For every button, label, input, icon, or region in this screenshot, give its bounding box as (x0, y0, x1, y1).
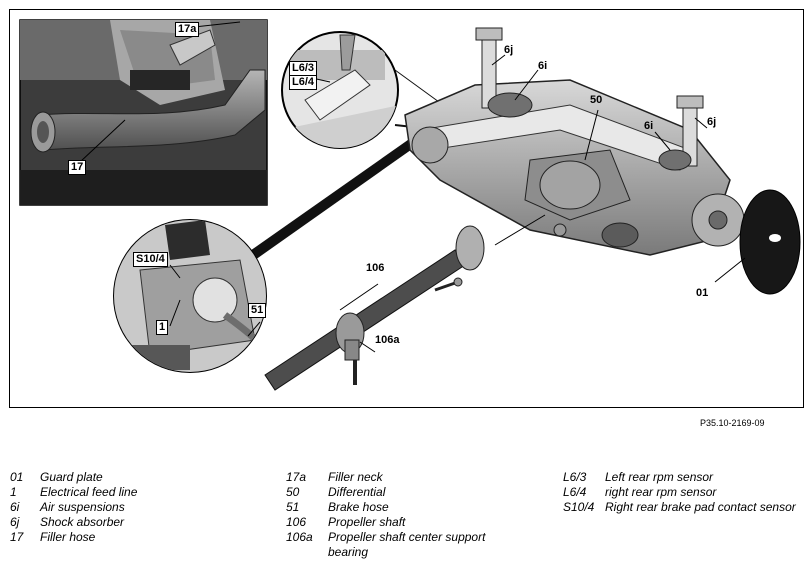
guard-plate (714, 189, 801, 295)
legend-item: S10/4 Right rear brake pad contact sensor (563, 500, 805, 515)
legend-item: L6/3 Left rear rpm sensor (563, 470, 805, 485)
legend-text: Left rear rpm sensor (605, 470, 714, 484)
legend-text: Shock absorber (40, 515, 125, 529)
legend-item: 106a Propeller shaft center support beari… (286, 530, 508, 560)
callout-51: 51 (248, 303, 267, 318)
callout-l6-4: L6/4 (289, 75, 318, 90)
callout-6i-right: 6i (644, 120, 654, 132)
legend-column-1: 01 Guard plate 1 Electrical feed line 6i Ai… (10, 470, 240, 545)
legend-code: 50 (286, 485, 300, 499)
legend-code: 6j (10, 515, 20, 529)
legend-item: 1 Electrical feed line (10, 485, 240, 500)
legend-item: 106 Propeller shaft (286, 515, 508, 530)
legend-text: Differential (328, 485, 386, 499)
legend-code: 17a (286, 470, 307, 484)
legend-code: 106a (286, 530, 313, 544)
callout-01: 01 (696, 287, 709, 299)
legend-text: Brake hose (328, 500, 389, 514)
callout-106a: 106a (375, 334, 400, 346)
legend-code: L6/4 (563, 485, 587, 499)
legend-item: 51 Brake hose (286, 500, 508, 515)
legend-code: 106 (286, 515, 307, 529)
legend-item: 17a Filler neck (286, 470, 508, 485)
brake-sensor-circle-detail (113, 219, 267, 373)
legend-text: Air suspensions (40, 500, 125, 514)
callout-6j-right: 6j (707, 116, 717, 128)
legend-code: 1 (10, 485, 17, 499)
legend-text: Filler neck (328, 470, 383, 484)
legend-code: 17 (10, 530, 24, 544)
filler-hose-photo-inset (19, 19, 268, 206)
callout-50: 50 (590, 94, 603, 106)
figure-reference: P35.10-2169-09 (700, 418, 765, 428)
leader-lines (491, 54, 708, 161)
exploded-view-figure: 17a 17 L6/3 L6/4 6j 6i 50 6i 6j S10/4 1 … (9, 9, 804, 408)
legend-item: 6i Air suspensions (10, 500, 240, 515)
legend-text: Electrical feed line (40, 485, 138, 499)
legend-column-2: 17a Filler neck 50 Differential 51 Brake ho… (286, 470, 508, 560)
legend-column-3: L6/3 Left rear rpm sensor L6/4 right rear … (563, 470, 805, 515)
legend-code: S10/4 (563, 500, 595, 514)
rear-axle-assembly (404, 27, 745, 256)
callout-17: 17 (68, 160, 87, 175)
legend-item: 6j Shock absorber (10, 515, 240, 530)
legend-text: Right rear brake pad contact sensor (605, 500, 796, 514)
legend-code: 01 (10, 470, 24, 484)
callout-17a: 17a (175, 22, 200, 37)
callout-1: 1 (156, 320, 169, 335)
legend-code: 6i (10, 500, 20, 514)
legend-code: L6/3 (563, 470, 587, 484)
legend-item: 50 Differential (286, 485, 508, 500)
legend-text: Propeller shaft (328, 515, 406, 529)
callout-6i-left: 6i (538, 60, 548, 72)
rpm-sensor-circle-detail (281, 31, 399, 149)
propeller-shaft (264, 214, 567, 391)
callout-106: 106 (366, 262, 385, 274)
rear-axle-illustration (19, 19, 801, 391)
callout-s10-4: S10/4 (133, 252, 168, 267)
legend-item: 01 Guard plate (10, 470, 240, 485)
callout-l6-3: L6/3 (289, 61, 318, 76)
legend-text: Propeller shaft center support bearing (328, 530, 486, 559)
legend-code: 51 (286, 500, 300, 514)
legend-text: right rear rpm sensor (605, 485, 717, 499)
legend-item: 17 Filler hose (10, 530, 240, 545)
callout-6j-left: 6j (504, 44, 514, 56)
legend-text: Guard plate (40, 470, 103, 484)
legend-item: L6/4 right rear rpm sensor (563, 485, 805, 500)
legend-text: Filler hose (40, 530, 96, 544)
